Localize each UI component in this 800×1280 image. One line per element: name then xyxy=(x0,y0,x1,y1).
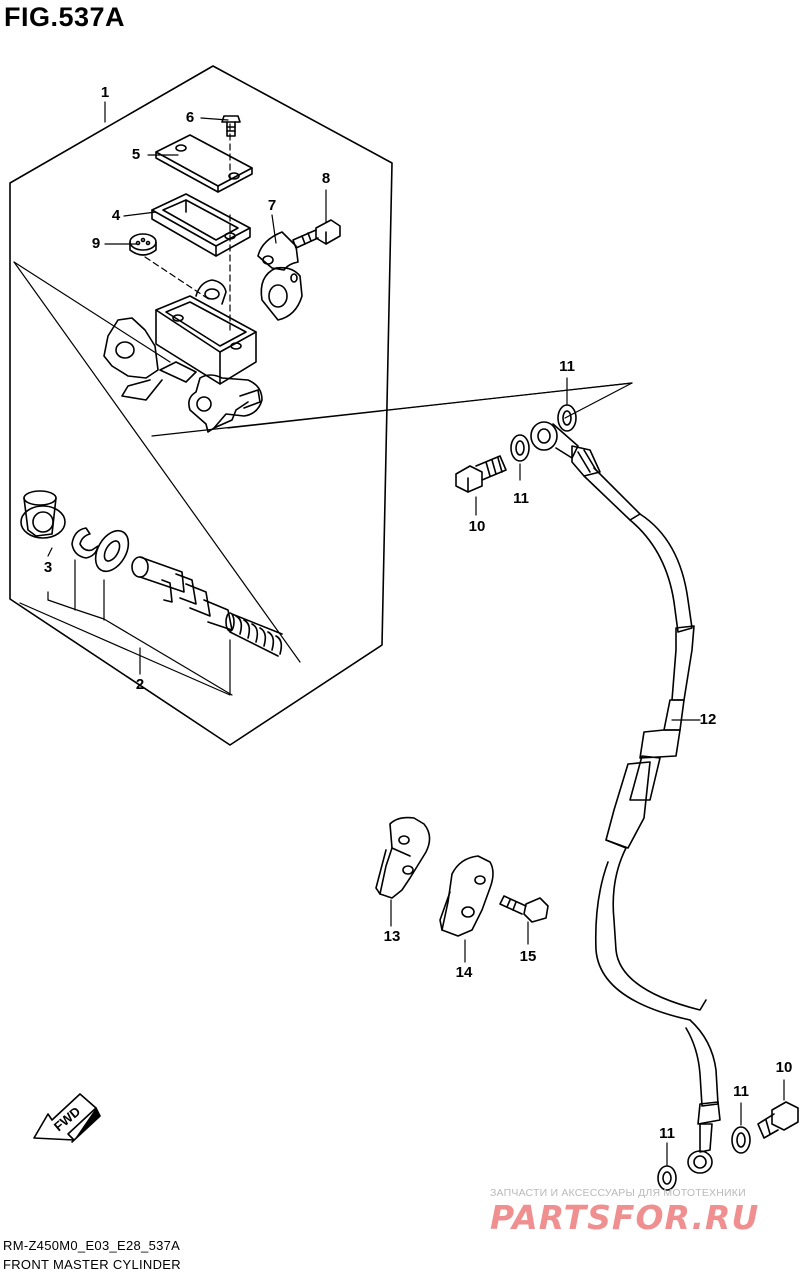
clamp-bolt-drawing xyxy=(292,219,341,249)
figure-title: FIG.537A xyxy=(4,2,126,32)
callout-4: 4 xyxy=(111,207,121,224)
callout-9: 9 xyxy=(91,235,101,252)
callout-8: 8 xyxy=(321,170,331,187)
callout-11-lower-right: 11 xyxy=(733,1083,749,1100)
reservoir-diaphragm-drawing xyxy=(151,193,251,257)
gasket-lower-right-drawing xyxy=(731,1126,751,1154)
watermark-brand: PARTSFOR.RU xyxy=(490,1198,760,1237)
piston-set-drawing xyxy=(131,556,283,657)
brake-hose-drawing xyxy=(530,421,721,1174)
view-guide-lines xyxy=(13,261,633,663)
hose-guide-2-drawing xyxy=(439,855,494,937)
callout-3: 3 xyxy=(43,559,53,576)
piston-boot-drawing xyxy=(20,490,130,573)
callout-5: 5 xyxy=(131,146,141,163)
leader-lines xyxy=(19,101,785,1166)
hose-guide-1-drawing xyxy=(375,816,431,899)
watermark-subtitle: ЗАПЧАСТИ И АКСЕССУАРЫ ДЛЯ МОТОТЕХНИКИ xyxy=(490,1187,746,1199)
reservoir-screw-drawing xyxy=(221,115,241,137)
figure-name: FRONT MASTER CYLINDER xyxy=(3,1257,181,1272)
union-bolt-upper-drawing xyxy=(455,455,507,493)
callout-2: 2 xyxy=(135,676,145,693)
union-bolt-lower-drawing xyxy=(757,1101,799,1139)
callout-15: 15 xyxy=(519,948,537,965)
callout-7: 7 xyxy=(267,197,277,214)
callout-11-upper-bolt: 11 xyxy=(513,490,529,507)
callout-10-lower: 10 xyxy=(775,1059,793,1076)
master-cylinder-body-drawing xyxy=(103,279,263,433)
callout-12: 12 xyxy=(699,711,717,728)
sight-glass-drawing xyxy=(129,233,157,256)
gasket-upper-bolt-drawing xyxy=(510,434,530,462)
guide-bolt-drawing xyxy=(499,895,549,923)
holder-drawing xyxy=(257,231,303,321)
reservoir-cap-drawing xyxy=(155,134,253,193)
assembly-frame xyxy=(9,65,393,746)
callout-10-upper: 10 xyxy=(468,518,486,535)
gasket-lower-left-drawing xyxy=(657,1165,677,1191)
figure-code: RM-Z450M0_E03_E28_537A xyxy=(3,1238,181,1253)
callout-11-top: 11 xyxy=(559,358,575,375)
gasket-top-drawing xyxy=(557,404,577,432)
callout-6: 6 xyxy=(185,109,195,126)
callout-1: 1 xyxy=(100,84,110,101)
callout-14: 14 xyxy=(455,964,473,981)
fwd-arrow-icon xyxy=(33,1093,101,1143)
callout-13: 13 xyxy=(383,928,401,945)
callout-11-lower-left: 11 xyxy=(659,1125,675,1142)
